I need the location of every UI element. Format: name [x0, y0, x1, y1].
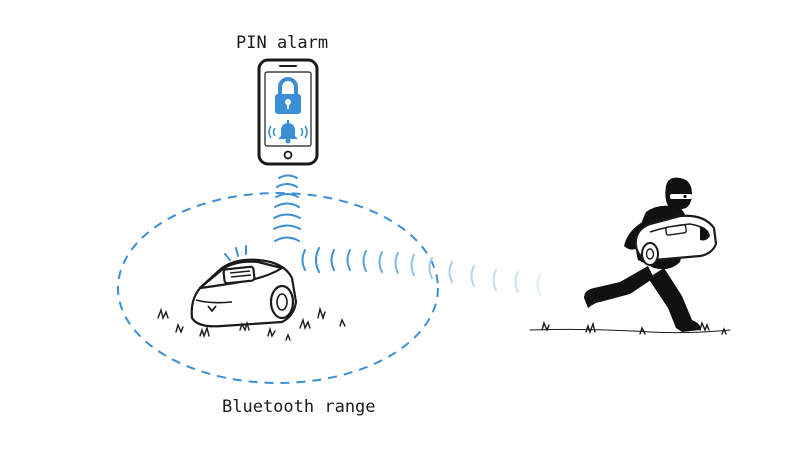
- bluetooth-range-label: Bluetooth range: [222, 397, 376, 417]
- lock-icon: [275, 77, 301, 114]
- thief-icon: [584, 177, 718, 332]
- grass-tufts-right: [529, 320, 731, 335]
- pin-alarm-label: PIN alarm: [236, 33, 329, 53]
- signal-waves-horizontal: [301, 247, 541, 296]
- signal-waves-vertical: [273, 174, 301, 242]
- bell-icon: [268, 120, 308, 144]
- bluetooth-range-boundary: [117, 192, 439, 384]
- robot-mower-icon: [190, 258, 298, 328]
- mower-signal-ticks: [224, 245, 247, 261]
- grass-tufts-left: [157, 306, 346, 341]
